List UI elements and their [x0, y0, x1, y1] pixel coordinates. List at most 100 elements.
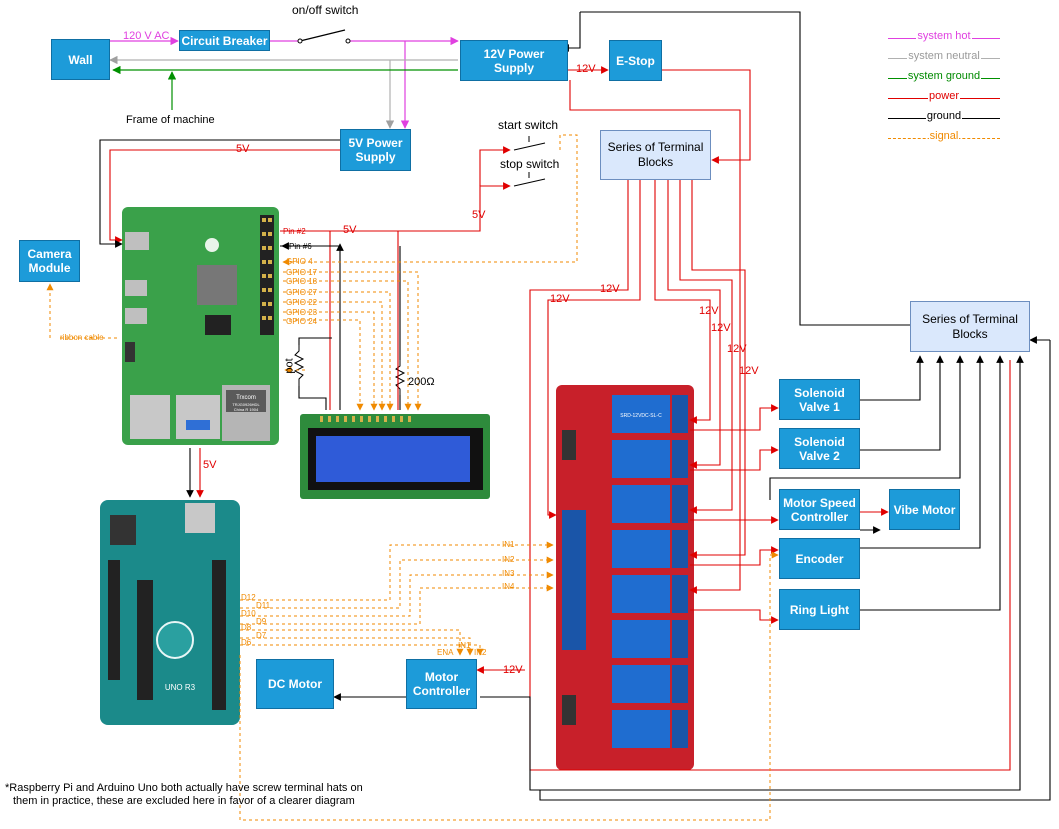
pi-chip-origin: China R 1904 [234, 407, 259, 412]
psu-5v-label-1: 5V Power [348, 136, 403, 150]
footnote-line-1: *Raspberry Pi and Arduino Uno both actua… [5, 782, 363, 794]
legend-label-system-ground: system ground [906, 70, 982, 82]
start-switch-label: start switch [498, 118, 559, 132]
wall-label: Wall [68, 52, 93, 67]
ribbon-cable-label: ribbon cable [60, 333, 104, 342]
camera-label-1: Camera [27, 247, 72, 261]
solenoid2-label-2: Valve 2 [799, 448, 840, 463]
legend-item-system-neutral: system neutral [888, 50, 1000, 62]
legend-label-power: power [928, 90, 960, 102]
pi-gpio-27: GPIO 27 [286, 288, 318, 297]
relay-12v-label-c: 12V [699, 305, 719, 317]
pi-gpio-24: GPIO 24 [286, 317, 318, 326]
legend: system hot system neutral system ground … [888, 30, 1000, 150]
legend-label-system-hot: system hot [916, 30, 972, 42]
legend-item-system-ground: system ground [888, 70, 1000, 82]
resistor-label: 200Ω [408, 376, 435, 388]
resistor [394, 360, 406, 395]
pot-label: pot [283, 358, 296, 374]
arduino-d11: D11 [256, 601, 271, 610]
pi-pin-2: Pin #2 [283, 227, 306, 236]
estop-voltage-label: 12V [576, 63, 596, 75]
arduino-5v-label: 5V [203, 459, 217, 471]
relay-12v-label-b: 12V [550, 293, 570, 305]
relay-in4-label: IN4 [502, 582, 515, 591]
motor-controller-12v-label: 12V [503, 664, 523, 676]
lcd-display [300, 414, 490, 499]
legend-item-system-hot: system hot [888, 30, 1000, 42]
dc-motor-block: DC Motor [256, 659, 334, 709]
legend-label-system-neutral: system neutral [907, 50, 981, 62]
camera-label-2: Module [28, 261, 71, 275]
arduino-d8: D8 [241, 623, 252, 632]
mc-in1-label: IN1 [458, 641, 471, 650]
footnote: *Raspberry Pi and Arduino Uno both actua… [5, 782, 363, 808]
terminal-top-label-2: Blocks [637, 155, 674, 169]
relay-in1-label: IN1 [502, 540, 515, 549]
solenoid1-label-2: Valve 1 [799, 399, 840, 414]
arduino-d9: D9 [256, 617, 267, 626]
ground-wiring [99, 11, 1051, 801]
stop-switch-label: stop switch [500, 157, 560, 171]
estop-block: E-Stop [609, 40, 662, 81]
power-wiring [109, 66, 1011, 771]
legend-item-ground: ground [888, 110, 1000, 122]
pi-gpio-18: GPIO 18 [286, 277, 318, 286]
psu-5v-label-2: Supply [355, 150, 396, 164]
pi-chip-brand: Trxcom [236, 395, 256, 401]
raspberry-pi-board: Trxcom TRJG0926HDL China R 1904 [122, 207, 279, 445]
dc-motor-label: DC Motor [268, 677, 322, 691]
pi-gpio-23: GPIO 23 [286, 308, 318, 317]
switch-5v-label: 5V [472, 209, 486, 221]
legend-label-ground: ground [925, 110, 963, 122]
pi-gpio-17: GPIO 17 [286, 268, 318, 277]
arduino-d7: D7 [256, 631, 267, 640]
mc-in2-label: IN2 [474, 648, 487, 657]
arduino-board-text: UNO R3 [165, 683, 196, 692]
ring-light-label: Ring Light [789, 602, 850, 617]
relay-in2-label: IN2 [502, 555, 515, 564]
ring-light-block: Ring Light [779, 589, 860, 630]
relay-12v-label-d: 12V [711, 322, 731, 334]
estop-label: E-Stop [616, 53, 655, 68]
pi-pin-6: Pin #6 [289, 242, 312, 251]
relay-12v-label-f: 12V [739, 365, 759, 377]
onoff-switch-label: on/off switch [292, 3, 359, 17]
solenoid1-label-1: Solenoid [794, 385, 845, 400]
terminal-right-label-1: Series of Terminal [922, 311, 1018, 326]
msc-label-1: Motor Speed [783, 495, 856, 510]
mc-ena-label: ENA [437, 648, 454, 657]
vibe-motor-block: Vibe Motor [889, 489, 960, 530]
wall-block: Wall [51, 39, 110, 80]
msc-label-2: Controller [790, 509, 849, 524]
top-5v-label: 5V [343, 224, 357, 236]
footnote-line-2: them in practice, these are excluded her… [13, 795, 355, 807]
ac-wiring [109, 29, 459, 129]
potentiometer [293, 345, 305, 386]
motor-controller-label-2: Controller [412, 684, 471, 698]
pi-gpio-4: GPIO 4 [286, 257, 313, 266]
circuit-breaker-block: Circuit Breaker [179, 30, 270, 51]
vibe-motor-label: Vibe Motor [893, 502, 956, 517]
onoff-switch-contact-left [297, 38, 303, 44]
terminal-right-label-2: Blocks [952, 326, 988, 341]
motor-controller-label-1: Motor [424, 670, 459, 684]
psu-12v-label-1: 12V Power [483, 46, 545, 61]
relay-in3-label: IN3 [502, 569, 515, 578]
terminal-top-label-1: Series of Terminal [607, 140, 704, 154]
circuit-breaker-label: Circuit Breaker [181, 33, 268, 48]
psu-12v-label-2: Supply [493, 60, 534, 75]
relay-12v-label-e: 12V [727, 343, 747, 355]
arduino-d6: D6 [241, 638, 252, 647]
relay-12v-label-a: 12V [600, 283, 620, 295]
relay-board-text: SRD-12VDC-SL-C [620, 413, 662, 419]
